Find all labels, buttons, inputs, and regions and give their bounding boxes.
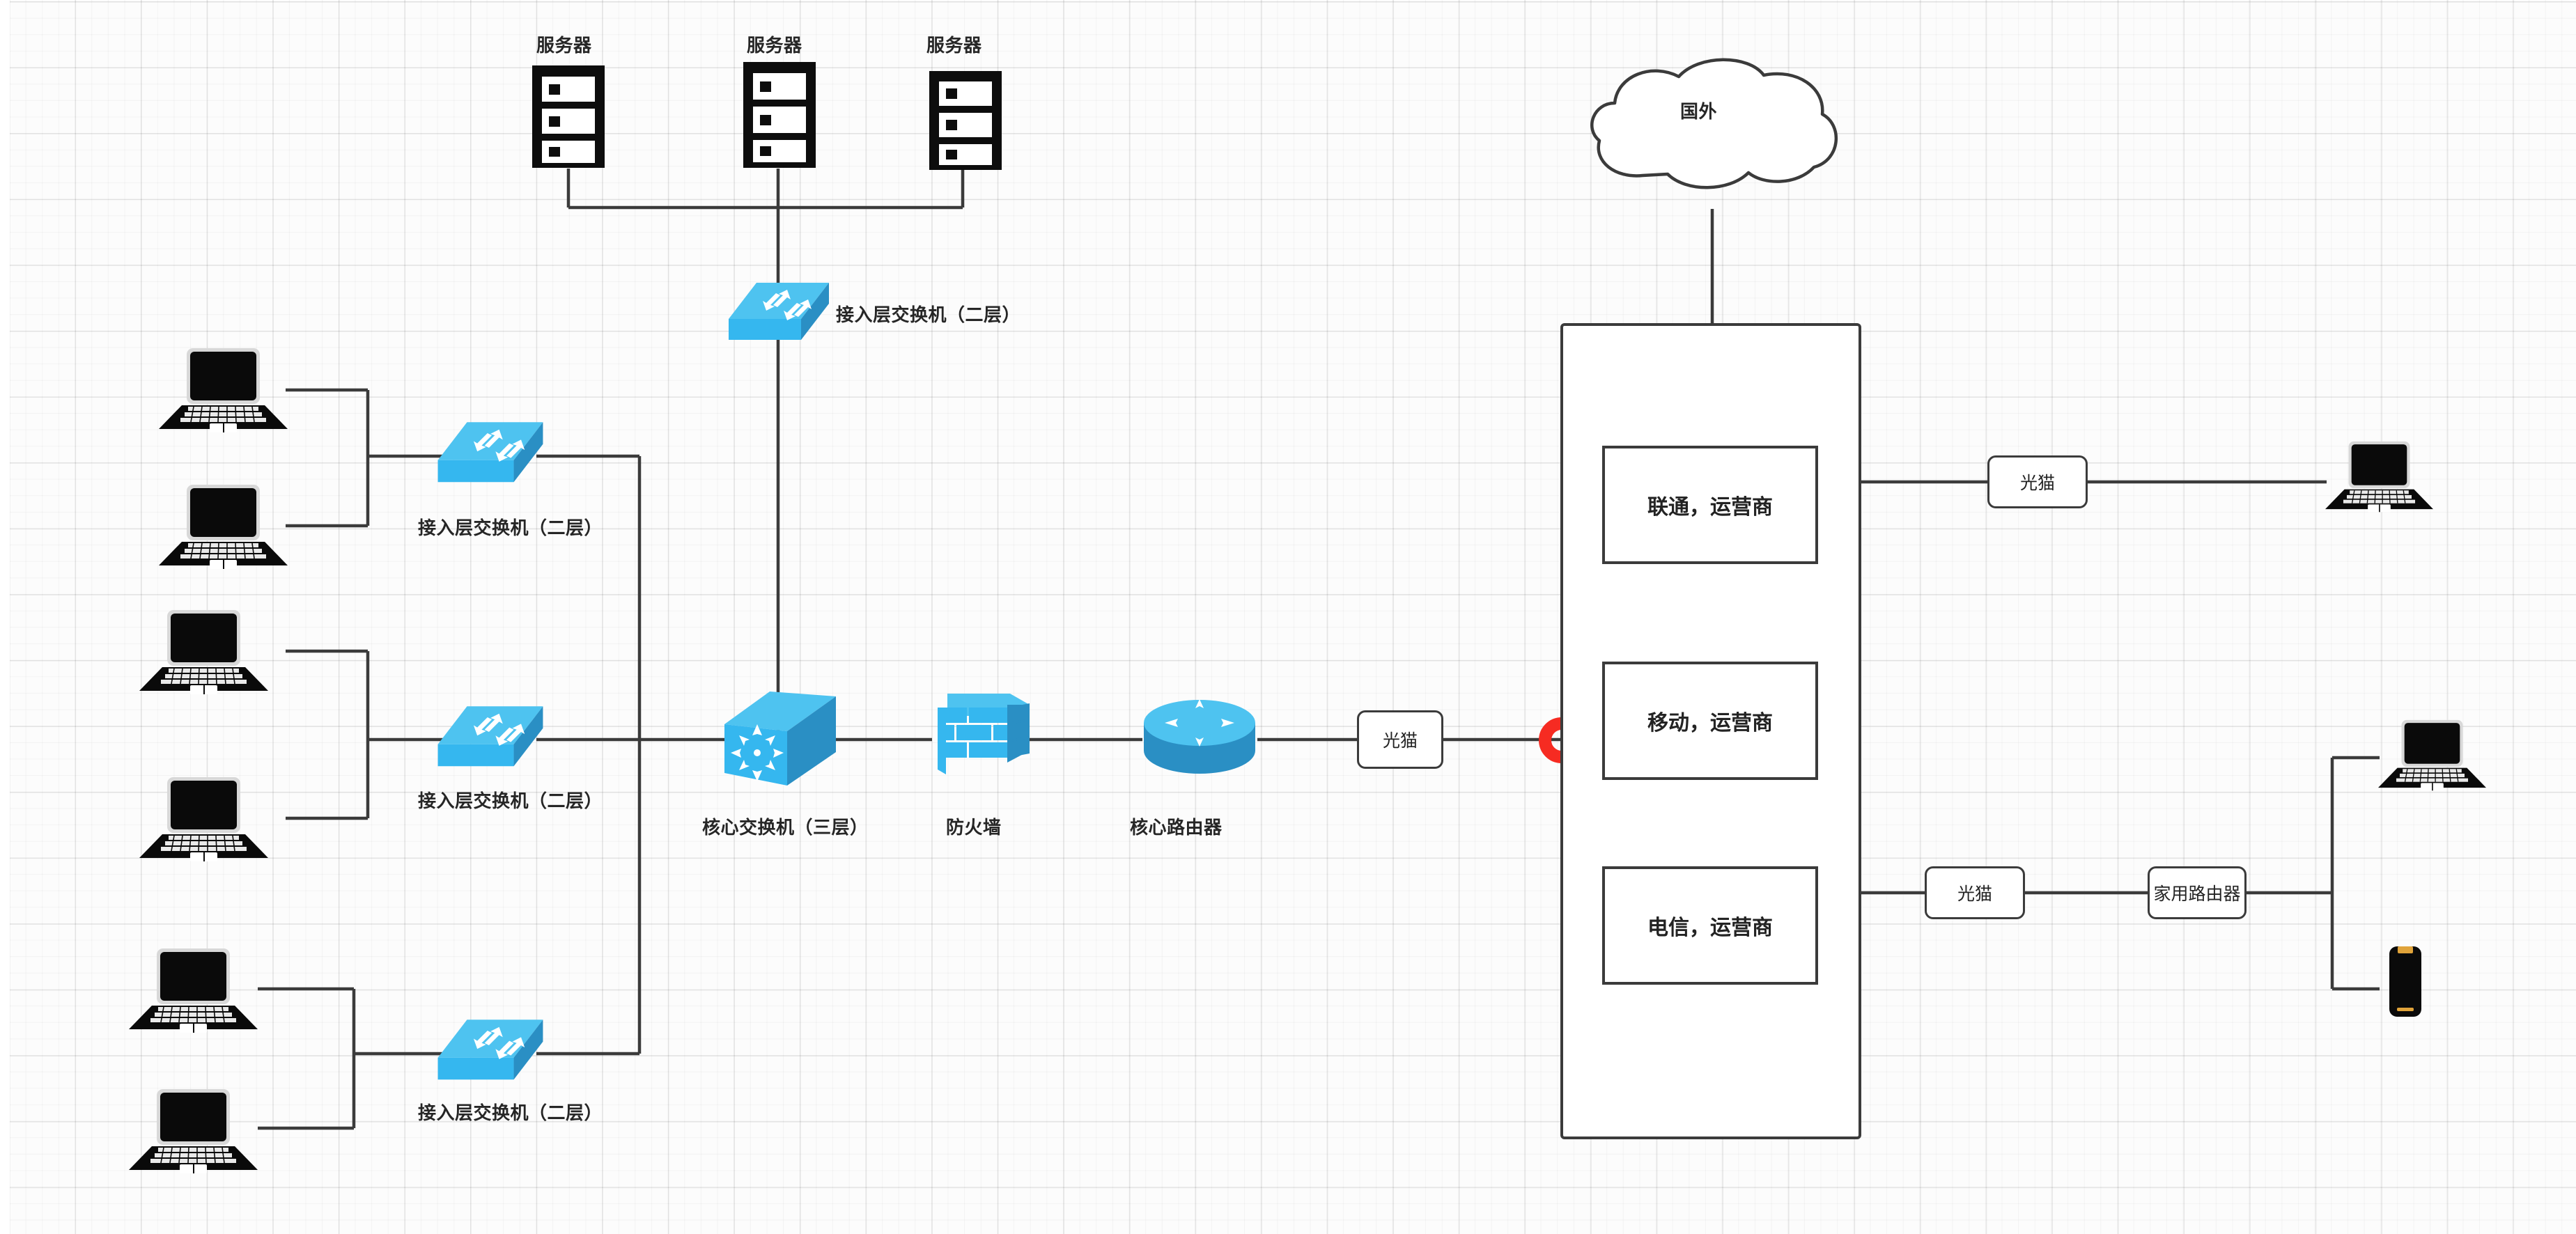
core-switch-cube-icon: [724, 692, 836, 786]
cloud-icon: [1590, 58, 1838, 189]
server-rack-icon: [743, 62, 816, 168]
laptop-icon: [129, 1089, 258, 1173]
modem-wan[interactable]: 光猫: [1357, 710, 1443, 769]
switch-server-access-label: 接入层交换机（二层）: [836, 304, 1021, 325]
laptop-icon: [159, 485, 288, 569]
router-cylinder-icon: [1144, 699, 1255, 774]
network-switch-icon: [437, 422, 543, 483]
switch-core-label: 核心交换机（三层）: [702, 817, 869, 838]
smartphone-icon: [2389, 946, 2421, 1017]
modem-unicom[interactable]: 光猫: [1987, 455, 2088, 508]
cloud-overseas-label: 国外: [1680, 101, 1718, 122]
firewall-label: 防火墙: [946, 817, 1002, 838]
laptop-icon: [129, 948, 258, 1033]
switch-access-2-label: 接入层交换机（二层）: [418, 790, 603, 811]
switch-access-3-label: 接入层交换机（二层）: [418, 1102, 603, 1123]
grid-background: [10, 0, 2576, 1234]
network-switch-icon: [437, 706, 543, 767]
server-rack-icon: [532, 65, 605, 168]
laptop-icon: [2325, 441, 2433, 513]
network-switch-icon: [437, 1020, 543, 1080]
modem-telecom[interactable]: 光猫: [1925, 866, 2025, 919]
laptop-icon: [139, 777, 268, 861]
laptop-icon: [2378, 719, 2486, 791]
server-rack-icon: [929, 71, 1002, 170]
switch-access-1-label: 接入层交换机（二层）: [418, 517, 603, 538]
isp-telecom[interactable]: 电信，运营商: [1602, 866, 1818, 985]
laptop-icon: [159, 348, 288, 432]
isp-unicom[interactable]: 联通，运营商: [1602, 446, 1818, 564]
router-core-label: 核心路由器: [1130, 817, 1223, 838]
server-2-label: 服务器: [747, 35, 802, 56]
isp-mobile[interactable]: 移动，运营商: [1602, 662, 1818, 780]
server-3-label: 服务器: [926, 35, 982, 56]
router-home[interactable]: 家用路由器: [2148, 866, 2247, 919]
server-1-label: 服务器: [536, 35, 592, 56]
network-switch-icon: [729, 283, 829, 340]
firewall-brick-icon: [938, 694, 1030, 774]
laptop-icon: [139, 610, 268, 694]
